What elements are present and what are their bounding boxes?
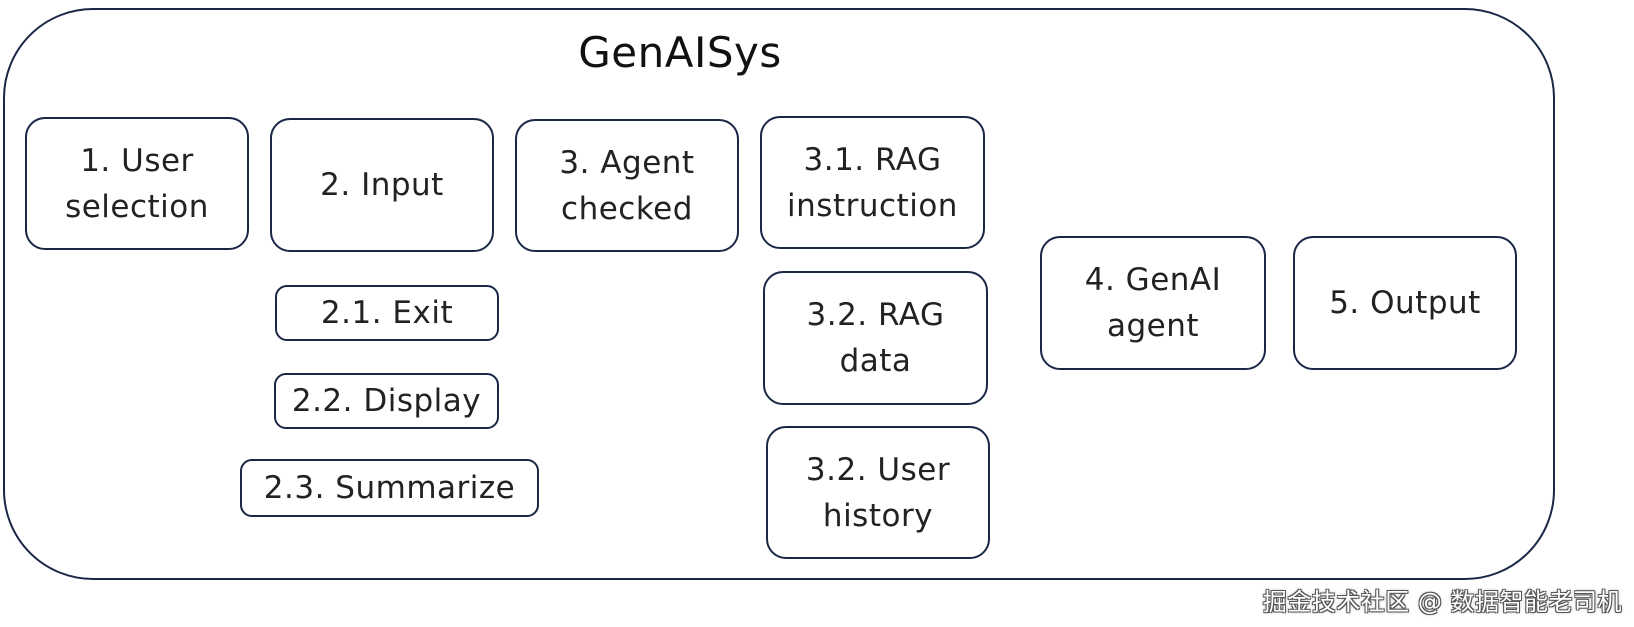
step-summarize-label: 2.3. Summarize	[263, 470, 516, 506]
step-exit-label: 2.1. Exit	[320, 295, 454, 331]
step-genai-agent: 4. GenAI agent	[1040, 236, 1266, 370]
step-display-label: 2.2. Display	[291, 383, 482, 419]
step-rag-data-label: 3.2. RAG data	[806, 297, 945, 379]
step-output-label: 5. Output	[1329, 285, 1481, 321]
step-rag-instruction: 3.1. RAG instruction	[760, 116, 985, 249]
step-agent-checked: 3. Agent checked	[515, 119, 739, 252]
step-user-selection-label: 1. User selection	[65, 142, 209, 225]
step-exit: 2.1. Exit	[275, 285, 499, 341]
step-rag-data: 3.2. RAG data	[763, 271, 988, 405]
genaisys-container	[3, 8, 1555, 580]
step-output: 5. Output	[1293, 236, 1517, 370]
step-user-history: 3.2. User history	[766, 426, 990, 559]
diagram-title: GenAISys	[578, 28, 782, 77]
step-display: 2.2. Display	[274, 373, 499, 429]
step-agent-checked-label: 3. Agent checked	[559, 144, 695, 227]
step-user-history-label: 3.2. User history	[805, 451, 951, 534]
step-user-selection: 1. User selection	[25, 117, 249, 250]
step-input-label: 2. Input	[320, 167, 444, 203]
step-genai-agent-label: 4. GenAI agent	[1084, 262, 1222, 344]
step-rag-instruction-label: 3.1. RAG instruction	[787, 141, 958, 224]
step-summarize: 2.3. Summarize	[240, 459, 539, 517]
step-input: 2. Input	[270, 118, 494, 252]
watermark: 掘金技术社区 @ 数据智能老司机	[1262, 588, 1622, 616]
